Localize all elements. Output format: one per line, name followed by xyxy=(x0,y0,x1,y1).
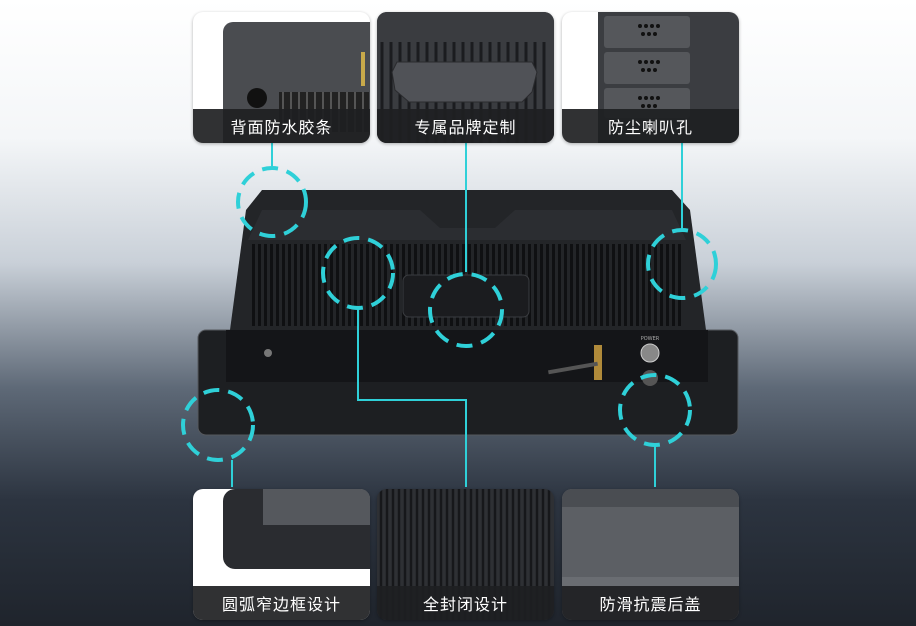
heat-sink-fin xyxy=(618,244,621,326)
heat-sink-fin xyxy=(552,244,555,326)
feature-label: 全封闭设计 xyxy=(377,586,554,620)
heat-sink-fin xyxy=(348,244,351,326)
bezel-corner-photo xyxy=(223,489,370,569)
heat-sink-fin xyxy=(642,244,645,326)
heat-sink-fin xyxy=(678,244,681,326)
feature-card-antislip-cover: 防滑抗震后盖 xyxy=(562,489,739,620)
heat-sink-fin xyxy=(396,244,399,326)
heat-sink-fin xyxy=(660,244,663,326)
feature-card-narrow-bezel: 圆弧窄边框设计 xyxy=(193,489,370,620)
dashed-highlight-circles xyxy=(181,166,718,462)
heat-sink-fin xyxy=(330,244,333,326)
heat-sink-fin xyxy=(612,244,615,326)
callout-connectors xyxy=(231,142,683,487)
feature-card-brand-custom: 专属品牌定制 xyxy=(377,12,554,143)
feature-label: 圆弧窄边框设计 xyxy=(193,586,370,620)
heat-sink-fin xyxy=(276,244,279,326)
power-label: POWER xyxy=(641,336,660,342)
heat-sink-fin xyxy=(294,244,297,326)
heat-sink-fin xyxy=(546,244,549,326)
heat-sink-fin xyxy=(588,244,591,326)
heat-sink-fin xyxy=(270,244,273,326)
heat-sink-fin xyxy=(300,244,303,326)
heat-sink-fin xyxy=(258,244,261,326)
heat-sink-fin xyxy=(600,244,603,326)
heat-sink-fin xyxy=(534,244,537,326)
heat-sink-fin xyxy=(306,244,309,326)
heat-sink-fin xyxy=(252,244,255,326)
heat-sink-fin xyxy=(288,244,291,326)
heat-sink-fin xyxy=(648,244,651,326)
heat-sink-fin xyxy=(318,244,321,326)
heat-sink-fin xyxy=(672,244,675,326)
feature-label: 防滑抗震后盖 xyxy=(562,586,739,620)
heat-sink-fin xyxy=(342,244,345,326)
heat-sink-fin xyxy=(354,244,357,326)
heat-sink-fin xyxy=(264,244,267,326)
heat-sink-fin xyxy=(630,244,633,326)
heat-sink-fin xyxy=(558,244,561,326)
device-rear-case: POWER xyxy=(226,190,708,386)
heat-sink-fin xyxy=(582,244,585,326)
heat-sink-fin xyxy=(564,244,567,326)
heat-sink-fin xyxy=(372,244,375,326)
heat-sink-fin xyxy=(576,244,579,326)
feature-card-fully-enclosed: 全封闭设计 xyxy=(377,489,554,620)
feature-label: 防尘喇叭孔 xyxy=(562,109,739,143)
heat-sink-fin xyxy=(570,244,573,326)
feature-card-waterproof-seal: 背面防水胶条 xyxy=(193,12,370,143)
heat-sink-fin xyxy=(378,244,381,326)
heat-sink-fin xyxy=(384,244,387,326)
feature-label: 背面防水胶条 xyxy=(193,109,370,143)
heat-sink-fin xyxy=(624,244,627,326)
heat-sink-fin xyxy=(312,244,315,326)
heat-sink-fin xyxy=(324,244,327,326)
heat-sink-fin xyxy=(336,244,339,326)
heat-sink-fin xyxy=(606,244,609,326)
heat-sink-fin xyxy=(366,244,369,326)
feature-label: 专属品牌定制 xyxy=(377,109,554,143)
heat-sink-fin xyxy=(282,244,285,326)
heat-sink-fin xyxy=(360,244,363,326)
heat-sink-fin xyxy=(540,244,543,326)
heat-sink-fin xyxy=(594,244,597,326)
feature-card-dustproof-speaker: 防尘喇叭孔 xyxy=(562,12,739,143)
heat-sink-fin xyxy=(666,244,669,326)
heat-sink-fin xyxy=(636,244,639,326)
